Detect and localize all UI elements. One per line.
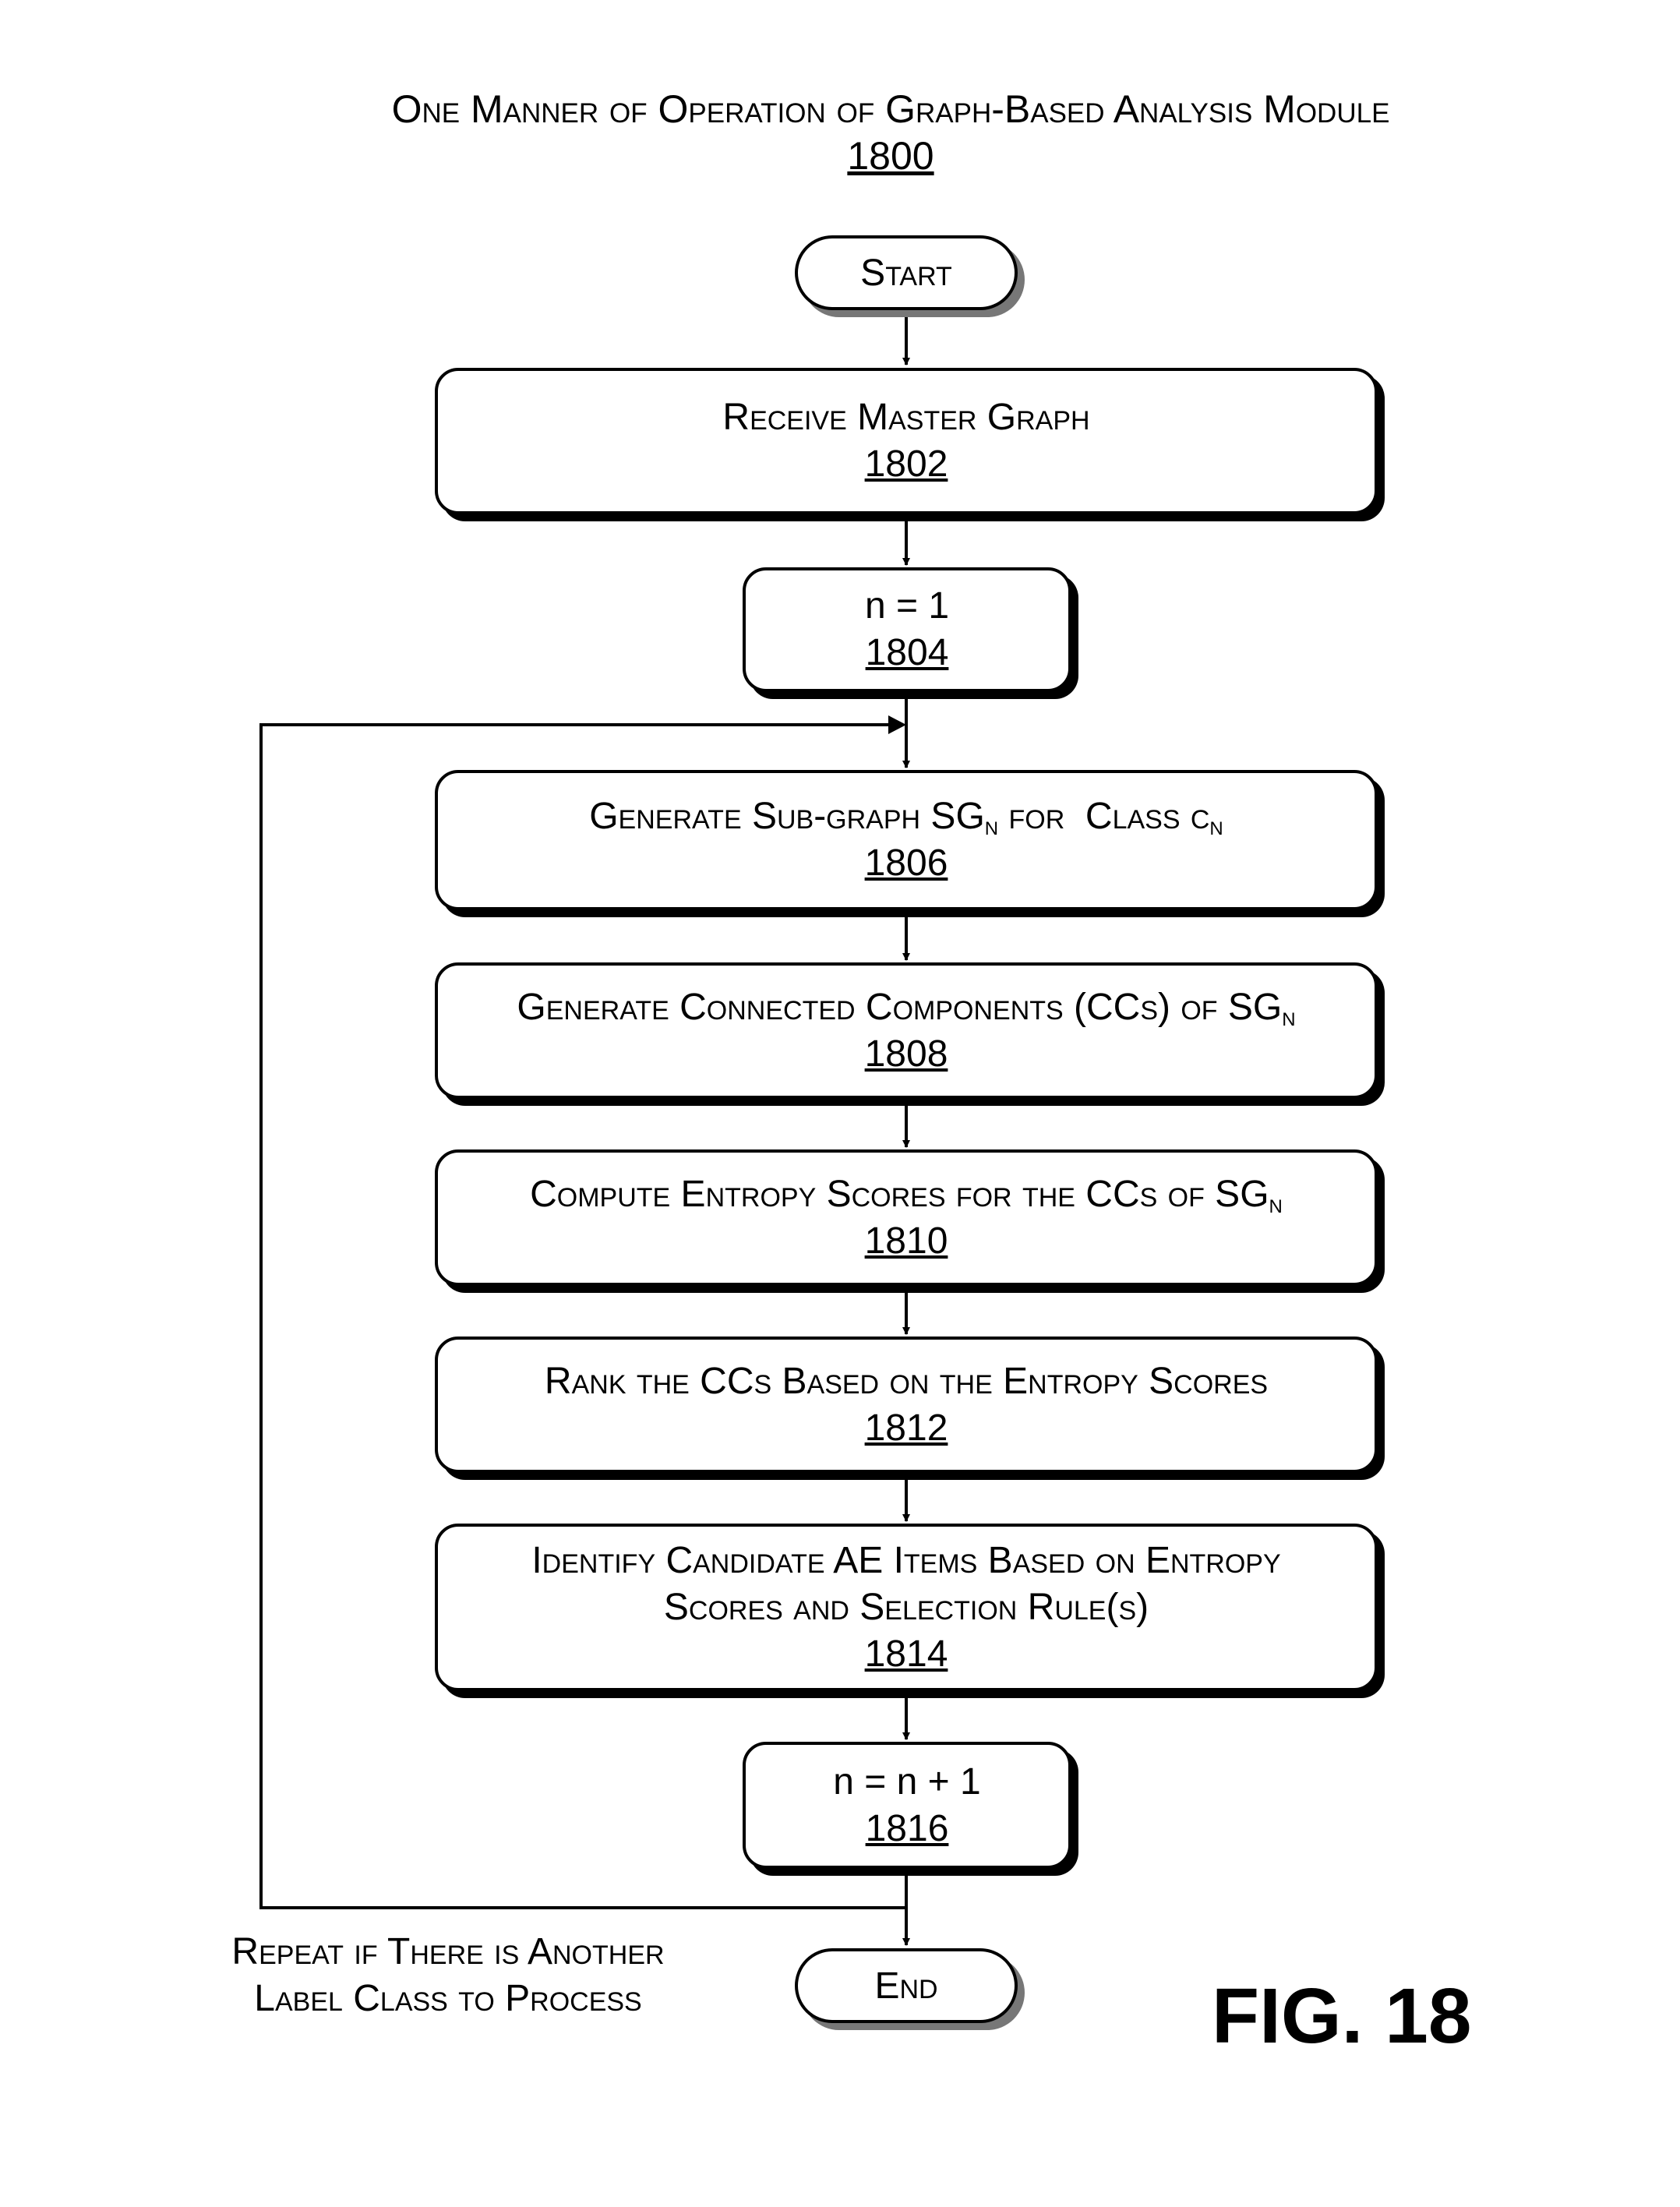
step-1814-label-line2: Scores and Selection Rule(s)	[664, 1584, 1149, 1631]
start-label: Start	[860, 252, 952, 295]
step-1814-label-line1: Identify Candidate AE Items Based on Ent…	[531, 1538, 1280, 1584]
step-1808-subscript-n: n	[1282, 1002, 1295, 1032]
step-1806-subscript-cn: n	[1209, 811, 1223, 841]
loop-condition-line1: Repeat if There is Another	[179, 1929, 717, 1976]
step-1808-box: Generate Connected Components (CCs) of S…	[435, 962, 1378, 1099]
figure-label: FIG. 18	[1212, 1972, 1471, 2061]
step-1802-number: 1802	[865, 441, 948, 488]
step-1812-number: 1812	[865, 1405, 948, 1452]
step-1810-number: 1810	[865, 1218, 948, 1265]
step-1816-label: n = n + 1	[833, 1761, 981, 1803]
step-1806-label-cont: for Class c	[998, 796, 1209, 837]
step-1802-box: Receive Master Graph 1802	[435, 368, 1378, 514]
step-1806-number: 1806	[865, 840, 948, 887]
end-terminal: End	[795, 1948, 1018, 2023]
step-1812-label: Rank the CCs Based on the Entropy Scores	[545, 1361, 1268, 1402]
end-label: End	[874, 1965, 937, 2007]
step-1804-label: n = 1	[865, 585, 949, 627]
step-1810-subscript-n: n	[1269, 1189, 1283, 1219]
step-1806-box: Generate Sub-graph SGn for Class cn 1806	[435, 770, 1378, 910]
step-1814-number: 1814	[865, 1631, 948, 1678]
step-1814-box: Identify Candidate AE Items Based on Ent…	[435, 1524, 1378, 1691]
step-1810-box: Compute Entropy Scores for the CCs of SG…	[435, 1149, 1378, 1286]
step-1806-subscript-n: n	[985, 811, 998, 841]
step-1810-label: Compute Entropy Scores for the CCs of SG	[530, 1174, 1269, 1215]
step-1812-box: Rank the CCs Based on the Entropy Scores…	[435, 1337, 1378, 1473]
start-terminal: Start	[795, 235, 1018, 310]
step-1816-number: 1816	[866, 1806, 949, 1852]
loop-condition-label: Repeat if There is Another Label Class t…	[179, 1929, 717, 2022]
step-1804-number: 1804	[866, 630, 949, 676]
step-1808-number: 1808	[865, 1031, 948, 1078]
step-1808-label: Generate Connected Components (CCs) of S…	[517, 987, 1282, 1028]
loop-condition-line2: Label Class to Process	[179, 1976, 717, 2022]
step-1816-box: n = n + 1 1816	[743, 1742, 1071, 1869]
step-1806-label: Generate Sub-graph SG	[589, 796, 985, 837]
step-1802-label: Receive Master Graph	[722, 397, 1089, 438]
step-1804-box: n = 1 1804	[743, 567, 1071, 692]
